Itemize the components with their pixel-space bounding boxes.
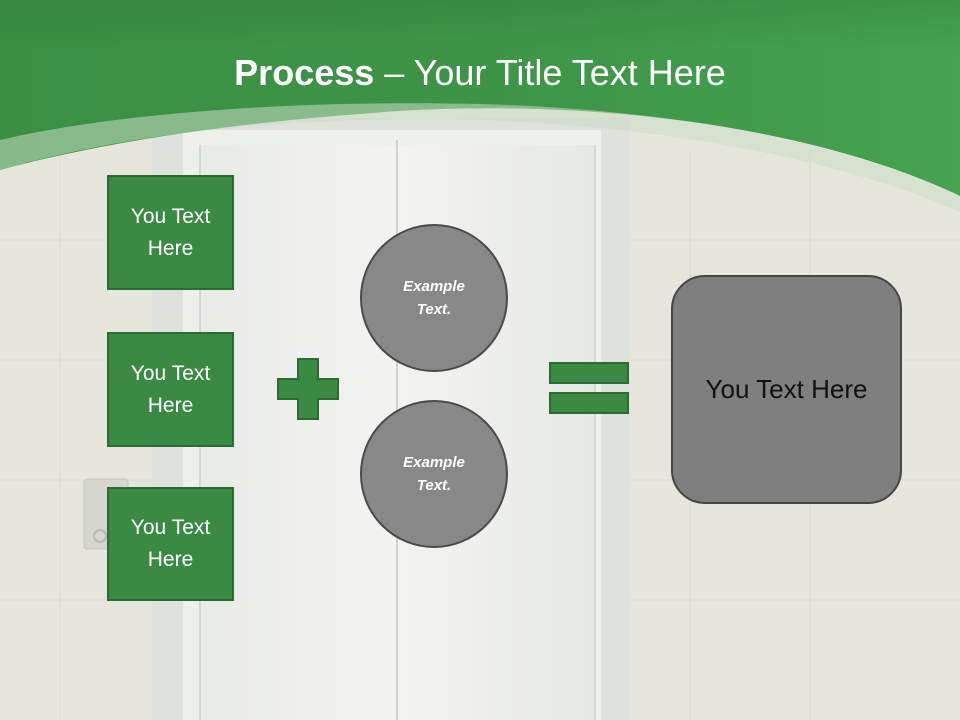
equals-icon xyxy=(549,362,629,414)
example-circle-1[interactable]: Example Text. xyxy=(360,224,508,372)
input-box-1[interactable]: You Text Here xyxy=(107,175,234,290)
input-box-3[interactable]: You Text Here xyxy=(107,487,234,601)
slide-title: Process – Your Title Text Here xyxy=(0,52,960,94)
title-rest: – Your Title Text Here xyxy=(374,52,726,93)
result-box[interactable]: You Text Here xyxy=(671,275,902,504)
plus-icon xyxy=(277,358,339,420)
title-bold: Process xyxy=(234,52,375,93)
input-box-2[interactable]: You Text Here xyxy=(107,332,234,447)
example-circle-2[interactable]: Example Text. xyxy=(360,400,508,548)
